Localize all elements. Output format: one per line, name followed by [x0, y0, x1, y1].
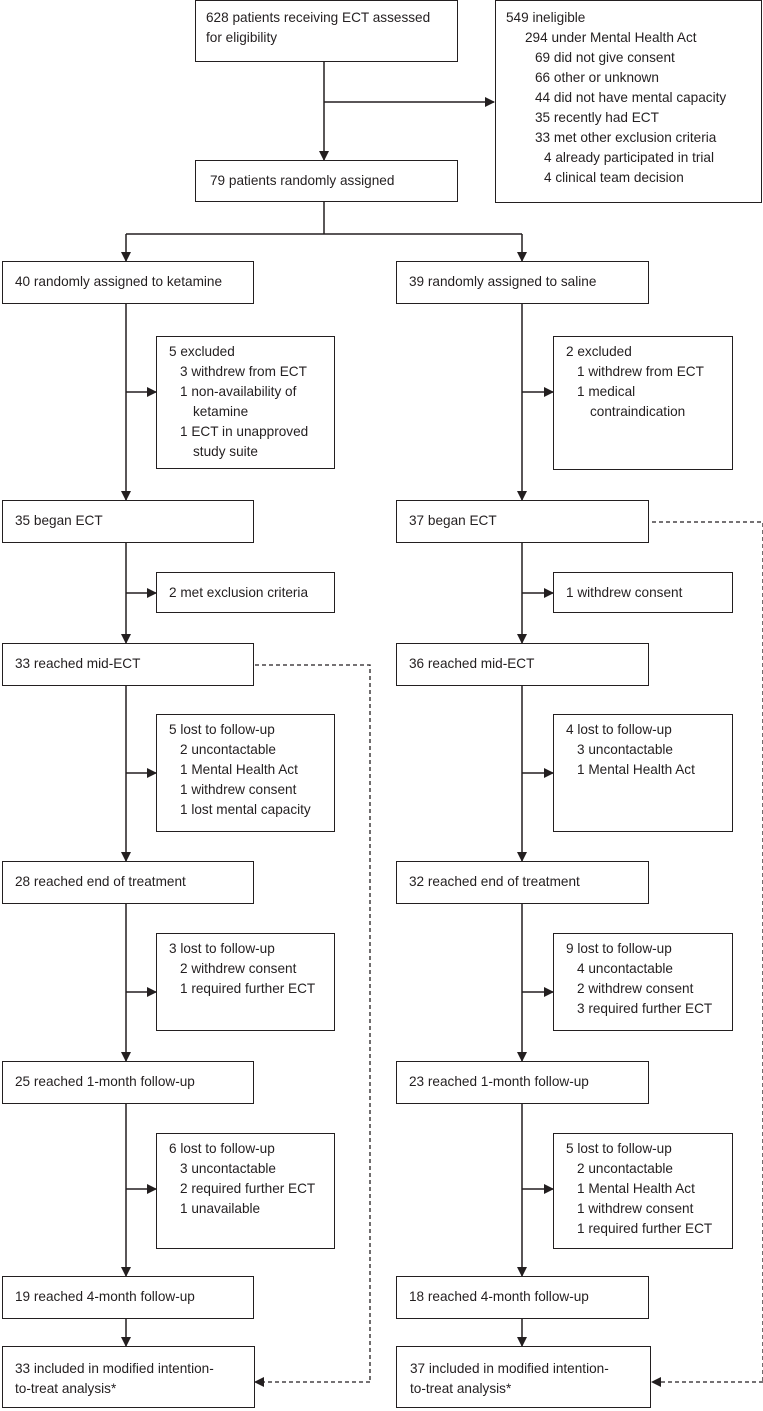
sal-excluded-line: 1 medical: [577, 384, 636, 399]
ket-lost-end-box: 3 lost to follow-up 2 withdrew consent 1…: [156, 933, 335, 1031]
ket-month4-label: 19 reached 4-month follow-up: [15, 1289, 195, 1304]
sal-lost-mid-title: 4 lost to follow-up: [566, 722, 672, 737]
sal-lost-m1-line: 2 uncontactable: [577, 1161, 673, 1176]
ineligible-sub-item: 4 clinical team decision: [544, 170, 684, 185]
sal-lost-m1-title: 5 lost to follow-up: [566, 1141, 672, 1156]
ineligible-item: 66 other or unknown: [535, 70, 659, 85]
sal-analysis-box: 37 included in modified intention- to-tr…: [396, 1346, 651, 1408]
sal-end-label: 32 reached end of treatment: [409, 874, 580, 889]
ket-month4-box: 19 reached 4-month follow-up: [2, 1276, 254, 1319]
sal-month1-box: 23 reached 1-month follow-up: [396, 1061, 649, 1104]
sal-lost-m1-line: 1 required further ECT: [577, 1221, 713, 1236]
sal-lost-mid-line: 3 uncontactable: [577, 742, 673, 757]
ket-end-box: 28 reached end of treatment: [2, 861, 254, 904]
ket-mid-label: 33 reached mid-ECT: [15, 656, 141, 671]
ket-began-box: 35 began ECT: [2, 500, 254, 543]
sal-lost-end-box: 9 lost to follow-up 4 uncontactable 2 wi…: [553, 933, 733, 1031]
ineligible-item: 33 met other exclusion criteria: [535, 130, 717, 145]
sal-mid-label: 36 reached mid-ECT: [409, 656, 535, 671]
ket-began-label: 35 began ECT: [15, 513, 103, 528]
ket-lost-end-line: 1 required further ECT: [180, 981, 316, 996]
sal-lost-end-line: 2 withdrew consent: [577, 981, 694, 996]
sal-mid-box: 36 reached mid-ECT: [396, 643, 649, 686]
randomised-label: 79 patients randomly assigned: [210, 173, 395, 188]
ket-excluded-line: 3 withdrew from ECT: [180, 364, 307, 379]
sal-withdrew-box: 1 withdrew consent: [553, 572, 733, 613]
assessed-box: 628 patients receiving ECT assessed for …: [195, 0, 458, 62]
ket-analysis-line-2: to-treat analysis*: [15, 1381, 117, 1396]
sal-excluded-line: contraindication: [590, 404, 686, 419]
ket-analysis-box: 33 included in modified intention- to-tr…: [2, 1346, 255, 1408]
sal-lost-end-line: 3 required further ECT: [577, 1001, 713, 1016]
sal-end-box: 32 reached end of treatment: [396, 861, 649, 904]
ket-exclusion-box: 2 met exclusion criteria: [156, 572, 335, 613]
ket-lost-mid-line: 1 lost mental capacity: [180, 802, 311, 817]
ket-month1-label: 25 reached 1-month follow-up: [15, 1074, 195, 1089]
sal-excluded-box: 2 excluded 1 withdrew from ECT 1 medical…: [553, 336, 733, 470]
sal-lost-mid-box: 4 lost to follow-up 3 uncontactable 1 Me…: [553, 714, 733, 832]
assessed-line-2: for eligibility: [206, 30, 278, 45]
sal-lost-m1-box: 5 lost to follow-up 2 uncontactable 1 Me…: [553, 1133, 733, 1249]
ket-lost-mid-line: 2 uncontactable: [180, 742, 276, 757]
ket-lost-m1-line: 3 uncontactable: [180, 1161, 276, 1176]
sal-lost-end-title: 9 lost to follow-up: [566, 941, 672, 956]
sal-began-box: 37 began ECT: [396, 500, 649, 543]
sal-lost-end-line: 4 uncontactable: [577, 961, 673, 976]
ineligible-box: 549 ineligible 294 under Mental Health A…: [495, 0, 762, 203]
ket-excluded-title: 5 excluded: [169, 344, 235, 359]
ket-assigned-label: 40 randomly assigned to ketamine: [15, 274, 223, 289]
ineligible-item: 44 did not have mental capacity: [535, 90, 727, 105]
sal-month1-label: 23 reached 1-month follow-up: [409, 1074, 589, 1089]
ket-analysis-line-1: 33 included in modified intention-: [15, 1361, 214, 1376]
sal-excluded-line: 1 withdrew from ECT: [577, 364, 704, 379]
ket-lost-mid-line: 1 withdrew consent: [180, 782, 297, 797]
ket-assigned-box: 40 randomly assigned to ketamine: [2, 261, 254, 304]
ket-excluded-line: ketamine: [193, 404, 249, 419]
sal-analysis-line-2: to-treat analysis*: [410, 1381, 512, 1396]
ket-lost-mid-box: 5 lost to follow-up 2 uncontactable 1 Me…: [156, 714, 335, 832]
sal-assigned-label: 39 randomly assigned to saline: [409, 274, 597, 289]
ineligible-item: 35 recently had ECT: [535, 110, 659, 125]
sal-month4-label: 18 reached 4-month follow-up: [409, 1289, 589, 1304]
ineligible-item: 69 did not give consent: [535, 50, 675, 65]
randomised-box: 79 patients randomly assigned: [195, 160, 458, 202]
sal-lost-mid-line: 1 Mental Health Act: [577, 762, 695, 777]
sal-month4-box: 18 reached 4-month follow-up: [396, 1276, 649, 1319]
ket-lost-m1-title: 6 lost to follow-up: [169, 1141, 275, 1156]
ket-lost-mid-title: 5 lost to follow-up: [169, 722, 275, 737]
ket-end-label: 28 reached end of treatment: [15, 874, 186, 889]
ket-exclusion-label: 2 met exclusion criteria: [169, 585, 309, 600]
ket-month1-box: 25 reached 1-month follow-up: [2, 1061, 254, 1104]
ket-dashed-line: [255, 664, 371, 1382]
sal-lost-m1-line: 1 withdrew consent: [577, 1201, 694, 1216]
ket-lost-m1-line: 1 unavailable: [180, 1201, 261, 1216]
sal-dashed-line: [652, 521, 763, 1382]
ket-lost-m1-box: 6 lost to follow-up 3 uncontactable 2 re…: [156, 1133, 335, 1249]
ket-excluded-line: study suite: [193, 444, 258, 459]
ineligible-total: 549 ineligible: [506, 10, 586, 25]
ineligible-mha: 294 under Mental Health Act: [525, 30, 697, 45]
ket-excluded-line: 1 non-availability of: [180, 384, 297, 399]
ket-excluded-line: 1 ECT in unapproved: [180, 424, 309, 439]
ket-lost-end-title: 3 lost to follow-up: [169, 941, 275, 956]
sal-excluded-title: 2 excluded: [566, 344, 632, 359]
ket-excluded-box: 5 excluded 3 withdrew from ECT 1 non-ava…: [156, 336, 335, 469]
sal-began-label: 37 began ECT: [409, 513, 497, 528]
assessed-line-1: 628 patients receiving ECT assessed: [206, 10, 431, 25]
sal-lost-m1-line: 1 Mental Health Act: [577, 1181, 695, 1196]
sal-analysis-line-1: 37 included in modified intention-: [410, 1361, 609, 1376]
ket-lost-mid-line: 1 Mental Health Act: [180, 762, 298, 777]
ket-lost-m1-line: 2 required further ECT: [180, 1181, 316, 1196]
ket-mid-box: 33 reached mid-ECT: [2, 643, 254, 686]
sal-assigned-box: 39 randomly assigned to saline: [396, 261, 649, 304]
ineligible-sub-item: 4 already participated in trial: [544, 150, 715, 165]
sal-withdrew-label: 1 withdrew consent: [566, 585, 683, 600]
ket-lost-end-line: 2 withdrew consent: [180, 961, 297, 976]
